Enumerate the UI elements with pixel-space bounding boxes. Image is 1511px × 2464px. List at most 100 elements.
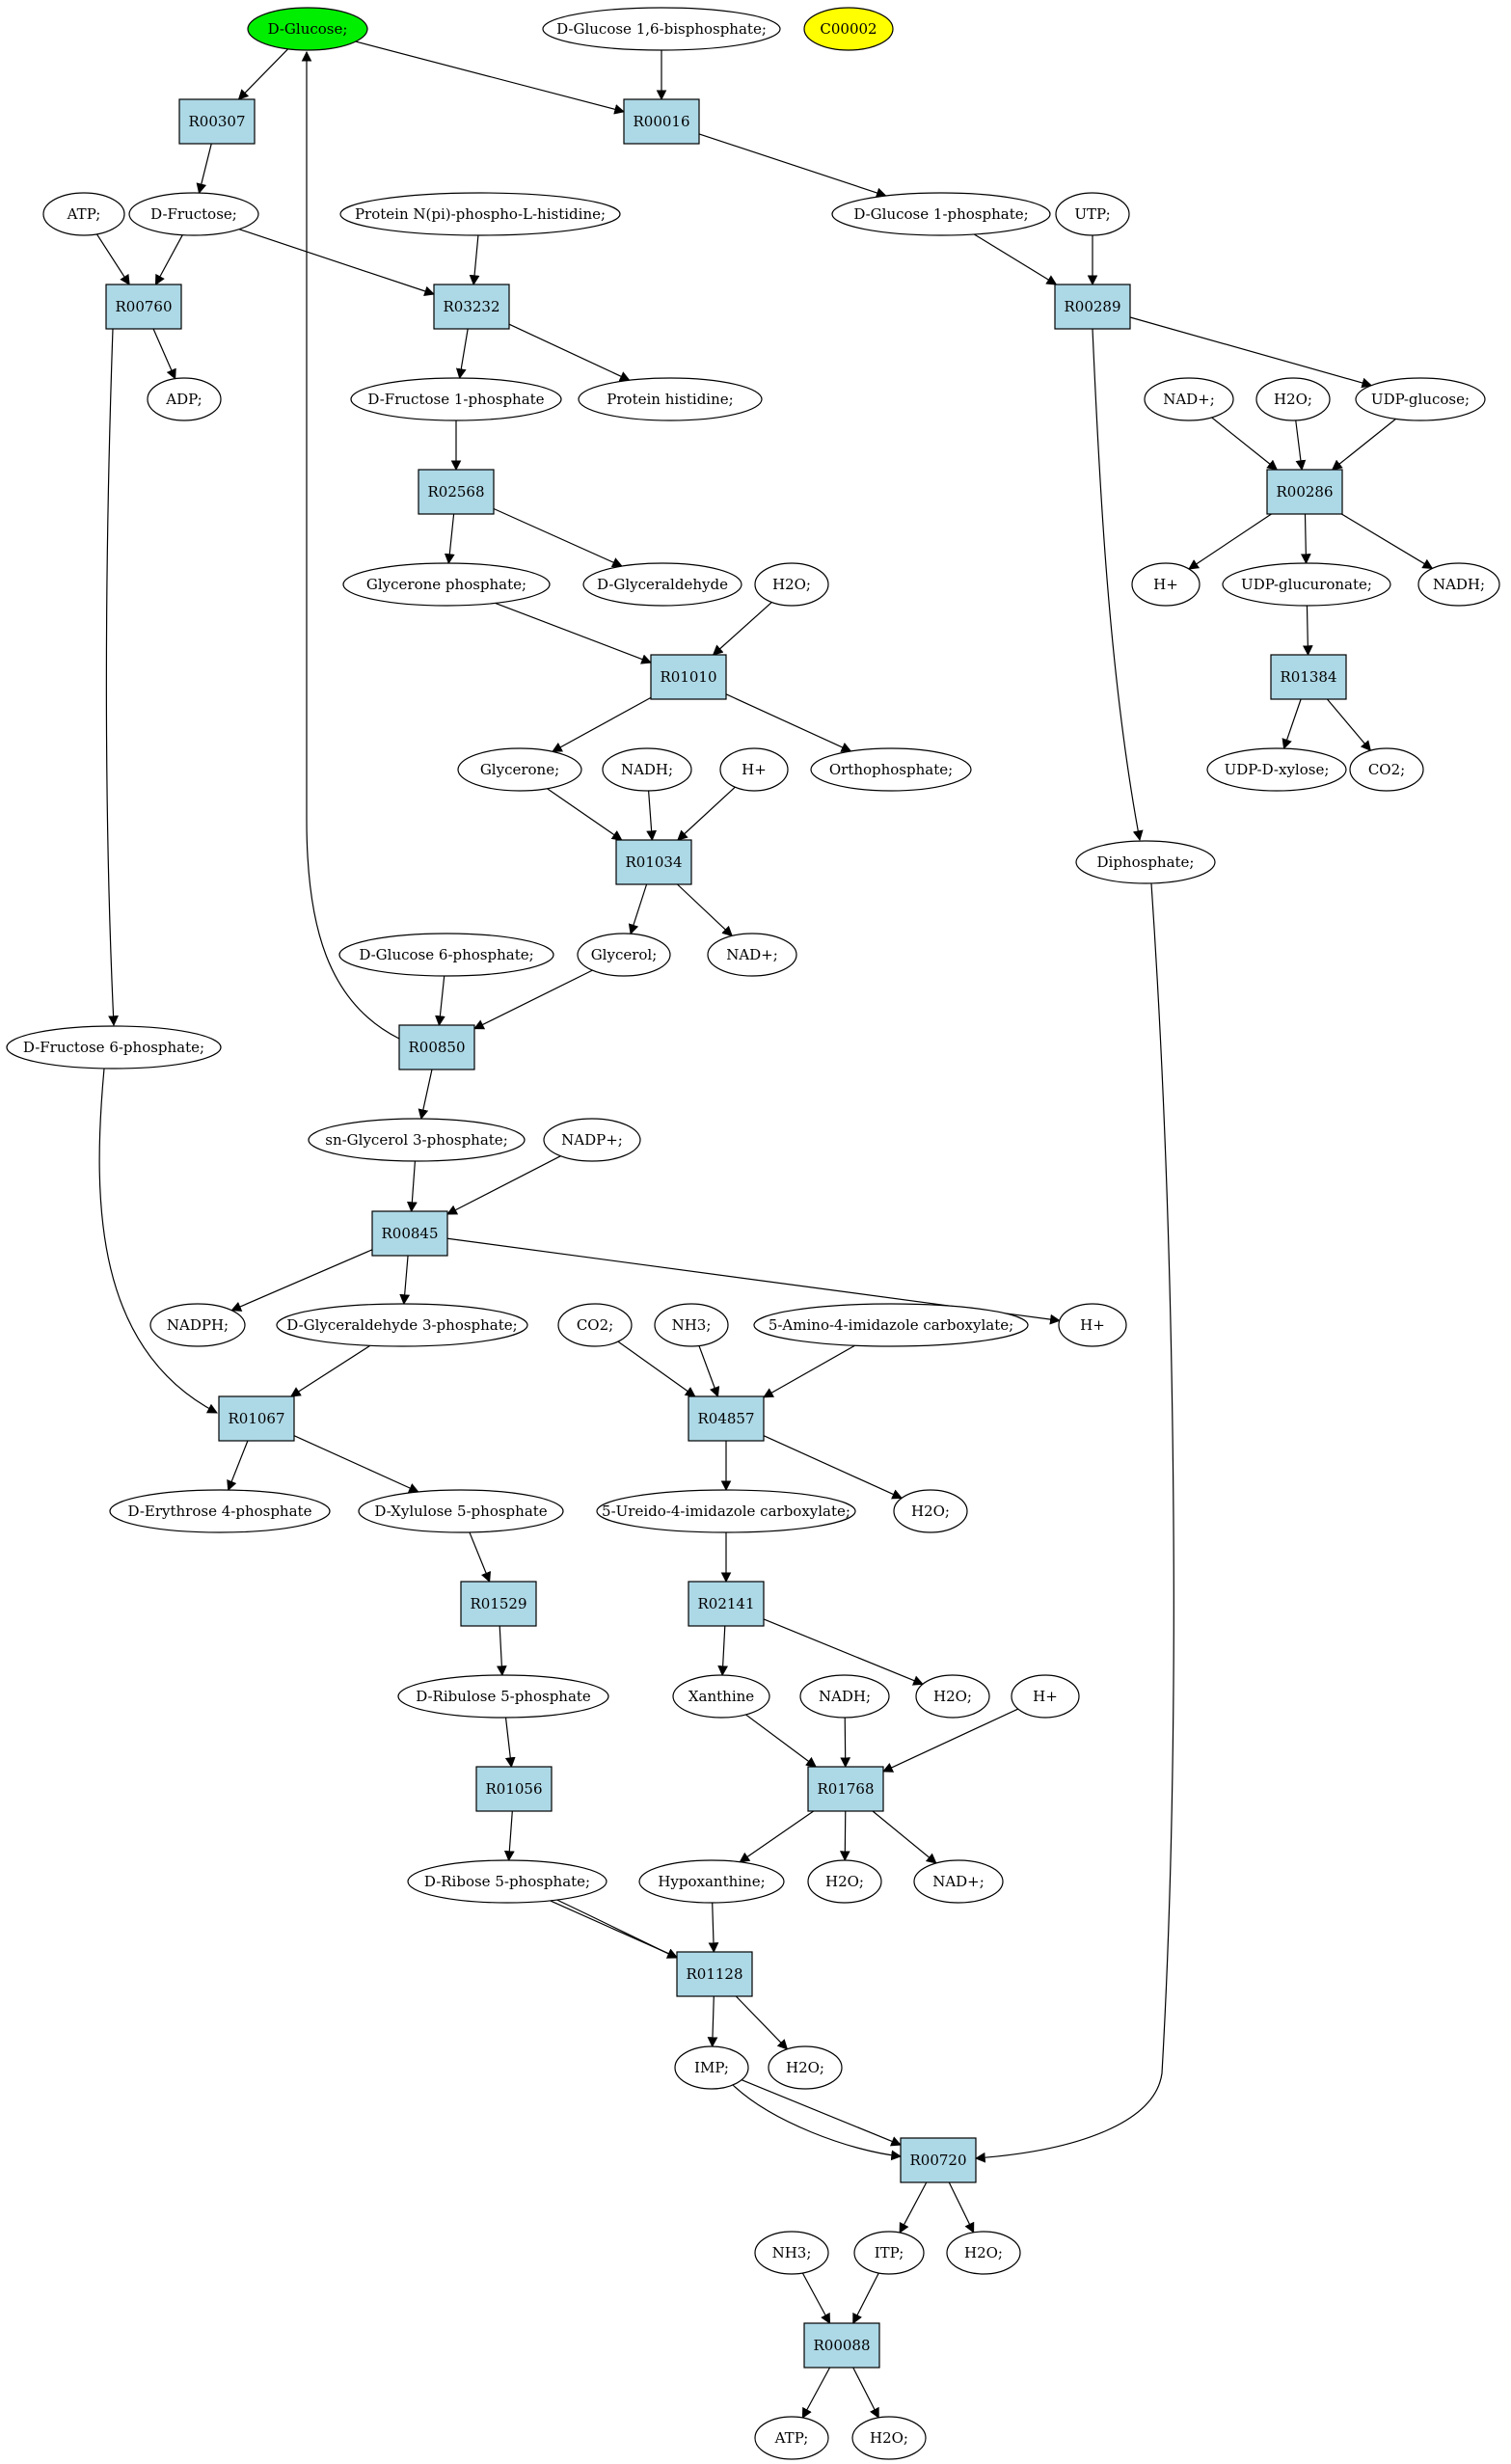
reaction-r00307[interactable]: R00307 — [178, 98, 256, 145]
reaction-r01056[interactable]: R01056 — [475, 1766, 553, 1812]
compound-utp[interactable]: UTP; — [1055, 192, 1130, 236]
compound-h2o[interactable]: H2O; — [754, 562, 829, 607]
compound-udp-glucose[interactable]: UDP-glucose; — [1355, 377, 1486, 421]
compound-h2o[interactable]: H2O; — [946, 2231, 1021, 2275]
compound-xanthine[interactable]: Xanthine — [672, 1674, 770, 1719]
reaction-r00286[interactable]: R00286 — [1266, 469, 1343, 515]
compound-ellipse — [457, 747, 582, 792]
compound-ellipse — [915, 1674, 990, 1719]
compound-d-glucose-6-phosphate[interactable]: D-Glucose 6-phosphate; — [338, 933, 554, 977]
compound-nadh[interactable]: NADH; — [602, 747, 692, 792]
compound-label: 5-Amino-4-imidazole carboxylate; — [769, 1316, 1013, 1334]
compound-adp[interactable]: ADP; — [147, 377, 222, 421]
compound-udp-glucuronate[interactable]: UDP-glucuronate; — [1222, 562, 1391, 607]
compound-h-plus[interactable]: H+ — [1058, 1303, 1127, 1347]
compound-h2o[interactable]: H2O; — [807, 1859, 882, 1904]
compound-sn-glycerol-3-phosphate[interactable]: sn-Glycerol 3-phosphate; — [308, 1118, 526, 1162]
compound-orthophosphate[interactable]: Orthophosphate; — [810, 747, 972, 792]
reaction-r01529[interactable]: R01529 — [460, 1581, 537, 1627]
compound-ellipse — [654, 1303, 729, 1347]
compound-d-glucose[interactable]: D-Glucose; — [247, 7, 368, 51]
compound-glycerone-phosphate[interactable]: Glycerone phosphate; — [342, 562, 551, 607]
compound-h-plus[interactable]: H+ — [719, 747, 789, 792]
compound-nh3[interactable]: NH3; — [754, 2231, 829, 2275]
compound-atp[interactable]: ATP; — [42, 192, 125, 236]
reaction-r00289[interactable]: R00289 — [1054, 284, 1131, 330]
compound-ellipse — [1011, 1674, 1080, 1719]
compound-h-plus[interactable]: H+ — [1011, 1674, 1080, 1719]
compound-d-glucose-1-phosphate[interactable]: D-Glucose 1-phosphate; — [831, 192, 1051, 236]
compound-ellipse — [1349, 747, 1424, 792]
compound-glycerol[interactable]: Glycerol; — [577, 933, 671, 977]
compound-label: CO2; — [1368, 761, 1405, 778]
compound-label: H2O; — [786, 2059, 824, 2076]
compound-label: D-Fructose; — [150, 205, 237, 223]
compound-atp[interactable]: ATP; — [754, 2416, 829, 2460]
edge-udp-glucose-to-r00286 — [1331, 418, 1396, 471]
reaction-r04857[interactable]: R04857 — [688, 1395, 765, 1442]
compound-d-ribose-5-phosphate[interactable]: D-Ribose 5-phosphate; — [407, 1859, 607, 1904]
compound-nadph[interactable]: NADPH; — [149, 1303, 246, 1347]
compound-udp-d-xylose[interactable]: UDP-D-xylose; — [1206, 747, 1347, 792]
compound-5-amino-4-imidazole-carboxylate[interactable]: 5-Amino-4-imidazole carboxylate; — [753, 1303, 1029, 1347]
compound-label: UTP; — [1074, 205, 1110, 223]
compound-protein-n-pi-phospho-l-histidine[interactable]: Protein N(pi)-phospho-L-histidine; — [339, 192, 621, 236]
compound-d-glyceraldehyde-3-phosphate[interactable]: D-Glyceraldehyde 3-phosphate; — [276, 1303, 528, 1347]
compound-c00002[interactable]: C00002 — [803, 7, 894, 51]
compound-hypoxanthine[interactable]: Hypoxanthine; — [638, 1859, 785, 1904]
compound-nad-plus[interactable]: NAD+; — [913, 1859, 1004, 1904]
reaction-r01034[interactable]: R01034 — [615, 839, 692, 885]
compound-5-ureido-4-imidazole-carboxylate[interactable]: 5-Ureido-4-imidazole carboxylate; — [596, 1489, 856, 1533]
compound-nh3[interactable]: NH3; — [654, 1303, 729, 1347]
compound-itp[interactable]: ITP; — [853, 2231, 925, 2275]
reaction-r02568[interactable]: R02568 — [418, 469, 495, 515]
compound-h-plus[interactable]: H+ — [1131, 562, 1201, 607]
reaction-r00016[interactable]: R00016 — [623, 98, 700, 145]
compound-label: D-Glucose 1-phosphate; — [853, 205, 1028, 223]
compound-h2o[interactable]: H2O; — [768, 2045, 843, 2090]
compound-co2[interactable]: CO2; — [1349, 747, 1424, 792]
reaction-r00845[interactable]: R00845 — [371, 1210, 448, 1257]
compound-imp[interactable]: IMP; — [674, 2045, 749, 2090]
edge-sn-glycerol-3-phosphate-to-r00845 — [406, 1160, 418, 1213]
reaction-label: R00760 — [115, 298, 172, 315]
compound-d-ribulose-5-phosphate[interactable]: D-Ribulose 5-phosphate — [397, 1674, 609, 1719]
reaction-r00760[interactable]: R00760 — [105, 284, 182, 330]
reaction-box — [688, 1395, 765, 1442]
compound-d-glucose-1-6-bisphosphate[interactable]: D-Glucose 1,6-bisphosphate; — [542, 7, 781, 51]
compound-d-fructose-6-phosphate[interactable]: D-Fructose 6-phosphate; — [6, 1025, 222, 1070]
compound-protein-histidine[interactable]: Protein histidine; — [578, 377, 763, 421]
reaction-r01128[interactable]: R01128 — [676, 1951, 753, 1997]
reaction-r03232[interactable]: R03232 — [433, 284, 510, 330]
reaction-r00720[interactable]: R00720 — [900, 2137, 977, 2183]
compound-nadh[interactable]: NADH; — [799, 1674, 890, 1719]
compound-co2[interactable]: CO2; — [557, 1303, 633, 1347]
reaction-r01384[interactable]: R01384 — [1270, 654, 1347, 700]
reaction-r02141[interactable]: R02141 — [688, 1581, 765, 1627]
reaction-r01010[interactable]: R01010 — [650, 654, 727, 700]
compound-glycerone[interactable]: Glycerone; — [457, 747, 582, 792]
compound-h2o[interactable]: H2O; — [893, 1489, 968, 1533]
compound-d-xylulose-5-phosphate[interactable]: D-Xylulose 5-phosphate — [358, 1489, 564, 1533]
compound-label: D-Xylulose 5-phosphate — [374, 1503, 547, 1520]
compound-d-fructose-1-phosphate[interactable]: D-Fructose 1-phosphate — [350, 377, 562, 421]
compound-h2o[interactable]: H2O; — [851, 2416, 927, 2460]
compound-ellipse — [754, 562, 829, 607]
compound-nad-plus[interactable]: NAD+; — [707, 933, 797, 977]
compound-h2o[interactable]: H2O; — [1255, 377, 1331, 421]
compound-nadp-plus[interactable]: NADP+; — [543, 1118, 641, 1162]
reaction-box — [475, 1766, 553, 1812]
reaction-r00088[interactable]: R00088 — [803, 2322, 880, 2369]
reaction-r01768[interactable]: R01768 — [807, 1766, 884, 1812]
reaction-r01067[interactable]: R01067 — [218, 1395, 295, 1442]
compound-d-fructose[interactable]: D-Fructose; — [128, 192, 259, 236]
compound-diphosphate[interactable]: Diphosphate; — [1075, 840, 1216, 884]
reaction-r00850[interactable]: R00850 — [398, 1024, 475, 1070]
compound-d-glyceraldehyde[interactable]: D-Glyceraldehyde — [582, 562, 742, 607]
compound-nad-plus[interactable]: NAD+; — [1144, 377, 1234, 421]
compound-nadh[interactable]: NADH; — [1417, 562, 1500, 607]
compound-h2o[interactable]: H2O; — [915, 1674, 990, 1719]
compound-d-erythrose-4-phosphate[interactable]: D-Erythrose 4-phosphate — [109, 1489, 331, 1533]
edge-nadh-to-r01034 — [646, 790, 658, 842]
reaction-label: R01010 — [660, 668, 716, 686]
